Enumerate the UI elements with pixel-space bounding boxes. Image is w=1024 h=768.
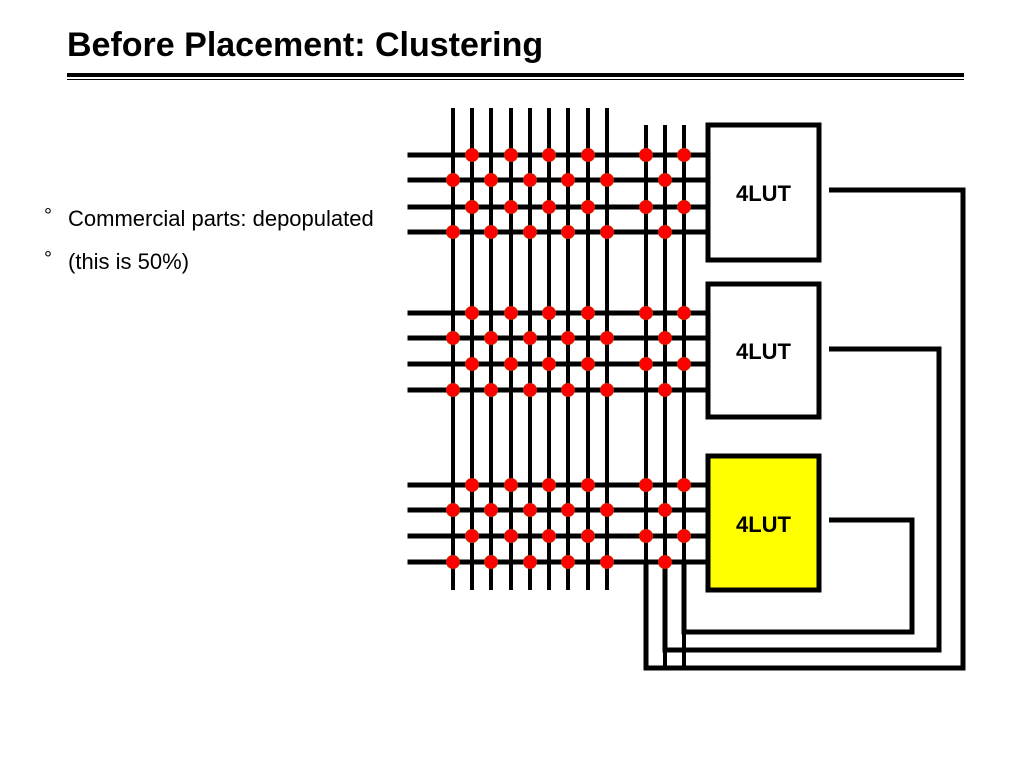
switch-point [561,383,575,397]
switch-point [639,357,653,371]
switch-point [639,200,653,214]
switch-point [523,555,537,569]
switch-point [484,173,498,187]
feedback-wire [662,346,942,653]
switch-point [581,529,595,543]
switch-point [484,331,498,345]
switch-point [542,148,556,162]
switch-point [658,225,672,239]
switch-point [600,331,614,345]
switch-point [658,555,672,569]
lut-label: 4LUT [736,339,792,364]
switch-point [561,331,575,345]
switch-point [465,478,479,492]
lut-label: 4LUT [736,512,792,537]
switch-point [581,148,595,162]
switch-point [504,306,518,320]
switch-point [639,306,653,320]
switch-point [581,478,595,492]
switch-point [542,357,556,371]
switch-point [465,529,479,543]
switch-point [523,225,537,239]
switch-point [446,555,460,569]
lut-block [705,453,822,593]
switch-point [561,173,575,187]
bullet-item: ° (this is 50%) [44,248,384,275]
switch-point [484,503,498,517]
switch-point [677,529,691,543]
switch-point [465,306,479,320]
switch-point [542,200,556,214]
title-underline-thin [67,79,964,80]
switch-point [504,148,518,162]
switch-point [523,173,537,187]
switch-point [446,503,460,517]
switch-point [677,148,691,162]
switch-point [523,331,537,345]
switch-point [561,503,575,517]
switch-point [504,357,518,371]
slide-title: Before Placement: Clustering [67,26,544,64]
switch-points [446,148,691,569]
switch-point [446,331,460,345]
switch-point [446,173,460,187]
switch-point [658,383,672,397]
switch-point [677,306,691,320]
switch-point [639,529,653,543]
lut-block [705,281,822,420]
switch-point [600,225,614,239]
switch-point [561,555,575,569]
switch-point [484,383,498,397]
switch-point [639,478,653,492]
switch-point [600,555,614,569]
switch-point [677,478,691,492]
switch-point [600,173,614,187]
switch-point [658,503,672,517]
switch-point [639,148,653,162]
switch-point [600,503,614,517]
switch-point [677,357,691,371]
switch-point [581,357,595,371]
bullet-marker: ° [44,248,52,271]
switch-point [561,225,575,239]
lut-block [705,122,822,263]
switch-point [542,306,556,320]
bullet-text: (this is 50%) [68,249,190,275]
switch-point [542,478,556,492]
switch-point [542,529,556,543]
switch-point [523,383,537,397]
switch-point [465,148,479,162]
lut-label: 4LUT [736,181,792,206]
switch-point [484,225,498,239]
bullet-list: ° Commercial parts: depopulated ° (this … [44,205,384,293]
switch-point [465,357,479,371]
switch-point [504,478,518,492]
feedback-wire [643,187,966,671]
switch-point [523,503,537,517]
switch-point [581,306,595,320]
bullet-item: ° Commercial parts: depopulated [44,205,384,231]
bullet-text: Commercial parts: depopulated [68,206,374,231]
switch-point [658,331,672,345]
bullet-marker: ° [44,205,52,227]
switch-point [484,555,498,569]
switch-point [658,173,672,187]
switch-point [446,383,460,397]
switch-point [581,200,595,214]
title-underline [67,73,964,77]
switch-point [446,225,460,239]
switch-point [504,529,518,543]
switch-point [504,200,518,214]
feedback-wire [681,517,915,635]
lut-blocks: 4LUT 4LUT 4LUT [705,122,822,593]
switch-point [465,200,479,214]
switch-point [677,200,691,214]
switch-point [600,383,614,397]
